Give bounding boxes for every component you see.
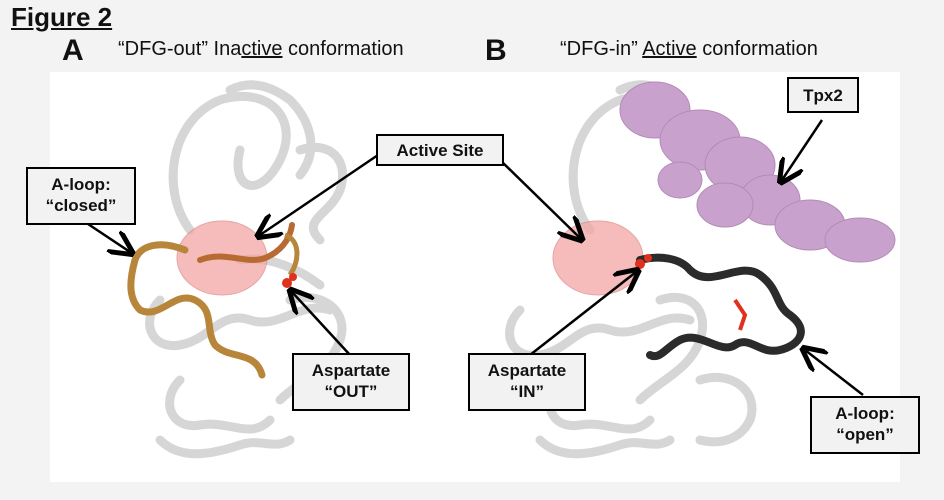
panel-b-aspartate bbox=[635, 259, 645, 269]
label-aspartate-out-line1: Aspartate bbox=[311, 361, 391, 380]
annotation-arrows bbox=[84, 119, 864, 396]
label-active-site-text: Active Site bbox=[396, 141, 484, 160]
panel-a-caption-prefix: “DFG-out” Ina bbox=[118, 38, 242, 60]
panel-b-caption-suffix: conformation bbox=[696, 38, 818, 60]
label-a-loop-closed-line1: A-loop: bbox=[51, 175, 111, 194]
label-tpx2: Tpx2 bbox=[787, 77, 859, 113]
label-a-loop-open-line1: A-loop: bbox=[835, 404, 895, 423]
panel-b-activation-loop bbox=[636, 253, 805, 361]
label-aspartate-in-line1: Aspartate bbox=[487, 361, 567, 380]
panel-b-letter: B bbox=[485, 34, 507, 67]
panel-b-caption-underlined: Active bbox=[642, 38, 697, 60]
panel-a-caption: “DFG-out” Inactive conformation bbox=[118, 38, 404, 61]
panel-a-caption-suffix: conformation bbox=[282, 38, 404, 60]
label-active-site: Active Site bbox=[376, 134, 504, 166]
label-a-loop-closed: A-loop: “closed” bbox=[26, 167, 136, 225]
panel-a-caption-underlined: ctive bbox=[241, 38, 283, 60]
label-a-loop-open-line2: “open” bbox=[836, 425, 894, 444]
label-aspartate-in: Aspartate “IN” bbox=[468, 353, 586, 411]
panel-b-tpx2-surface bbox=[619, 81, 896, 263]
label-aspartate-out-line2: “OUT” bbox=[324, 382, 378, 401]
panel-a-letter: A bbox=[62, 34, 84, 67]
label-a-loop-open: A-loop: “open” bbox=[810, 396, 920, 454]
panel-a-activation-loop bbox=[127, 241, 266, 379]
figure-title: Figure 2 bbox=[11, 2, 113, 32]
label-aspartate-out: Aspartate “OUT” bbox=[292, 353, 410, 411]
label-a-loop-closed-line2: “closed” bbox=[45, 196, 117, 215]
panel-b-caption-prefix: “DFG-in” bbox=[560, 38, 643, 60]
panel-b-active-site-highlight bbox=[552, 220, 644, 296]
label-aspartate-in-line2: “IN” bbox=[510, 382, 544, 401]
label-tpx2-text: Tpx2 bbox=[803, 86, 843, 105]
panel-b-caption: “DFG-in” Active conformation bbox=[560, 38, 818, 61]
